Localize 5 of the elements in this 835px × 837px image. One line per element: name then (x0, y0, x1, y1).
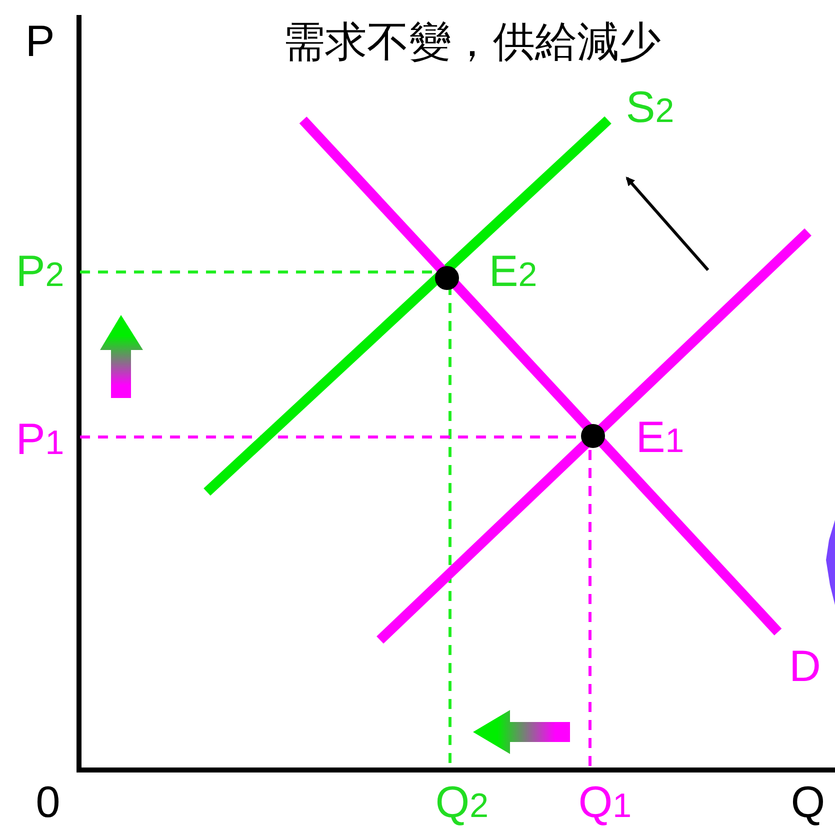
axis-label: P (25, 20, 55, 64)
chart-title: 需求不變，供給減少 (283, 16, 661, 68)
curve-label: D (789, 645, 821, 689)
origin-label: 0 (36, 781, 60, 825)
axis-label: Q (790, 781, 826, 825)
